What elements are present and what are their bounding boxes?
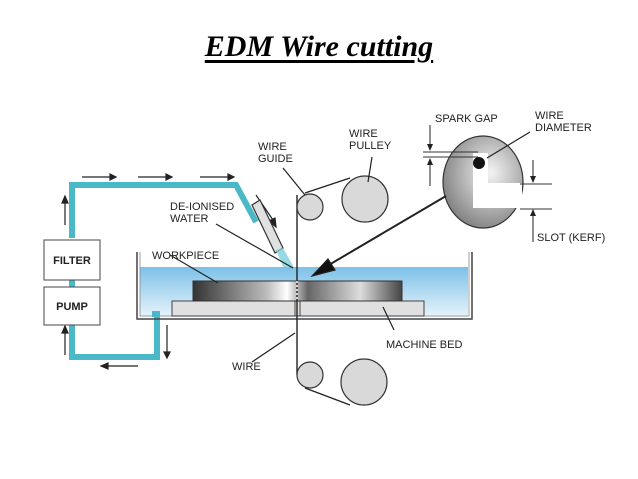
- filter-box: FILTER: [43, 239, 101, 281]
- wire-pulley-label-line2: PULLEY: [349, 140, 392, 152]
- wire-guide-label-line1: WIRE: [258, 141, 287, 153]
- wire-diameter-label-line2: DIAMETER: [535, 122, 592, 134]
- water-pipe: [69, 182, 259, 360]
- slot-kerf-label: SLOT (KERF): [537, 232, 605, 244]
- wire: [294, 177, 351, 406]
- spark-gap-label: SPARK GAP: [435, 113, 498, 125]
- wire-pulley-label-line1: WIRE: [349, 128, 378, 140]
- pump-box: PUMP: [43, 286, 101, 326]
- wire-dot: [473, 157, 485, 169]
- wire-pulley-top: [341, 175, 389, 223]
- nozzle: [251, 199, 300, 278]
- wire-pulley-bottom: [340, 358, 388, 406]
- deionised-water-label-line2: WATER: [170, 213, 209, 225]
- deionised-water-label-line1: DE-IONISED: [170, 201, 234, 213]
- filter-label: FILTER: [53, 255, 91, 267]
- wire-diameter-label-line1: WIRE: [535, 110, 564, 122]
- leader-lines: [169, 131, 531, 363]
- wire-guide-label-line2: GUIDE: [258, 153, 293, 165]
- wire-guide-top: [296, 193, 324, 221]
- wire-guide-bottom: [296, 361, 324, 389]
- workpiece-label: WORKPIECE: [152, 250, 219, 262]
- kerf-detail: [423, 125, 552, 242]
- page-title: EDM Wire cutting: [204, 30, 434, 63]
- pump-label: PUMP: [56, 301, 88, 313]
- machine-bed-label: MACHINE BED: [386, 339, 462, 351]
- flow-arrows: [61, 173, 277, 370]
- wire-label: WIRE: [232, 361, 261, 373]
